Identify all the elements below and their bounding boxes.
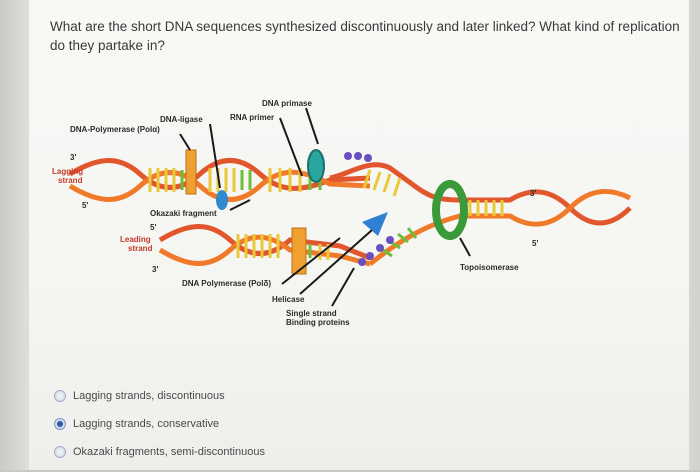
label-ssb-2: Binding proteins (286, 318, 350, 327)
polymerase-alpha-block (185, 149, 197, 195)
label-dna-polymerase-delta: DNA Polymerase (Polδ) (182, 279, 271, 288)
option-1-label[interactable]: Lagging strands, discontinuous (73, 389, 225, 402)
primase-ring (307, 149, 325, 183)
label-okazaki-fragment: Okazaki fragment (150, 209, 217, 218)
question-text: What are the short DNA sequences synthes… (50, 19, 680, 53)
label-five-prime-left: 5' (82, 201, 88, 210)
helicase-triangle (362, 212, 388, 236)
ssb-proteins (344, 152, 394, 266)
option-2-radio[interactable] (54, 417, 66, 430)
option-1-radio[interactable] (54, 389, 66, 402)
option-3-label[interactable]: Okazaki fragments, semi-discontinuous (73, 445, 265, 458)
upper-duplex (68, 158, 414, 202)
ligase-blob (216, 190, 228, 210)
option-1[interactable]: Lagging strands, discontinuous (54, 388, 265, 403)
dna-replication-diagram: DNA primase DNA-ligase RNA primer DNA-Po… (40, 88, 660, 348)
label-dna-ligase: DNA-ligase (160, 115, 203, 124)
label-leading-strand-2: strand (128, 244, 153, 253)
option-3[interactable]: Okazaki fragments, semi-discontinuous (54, 444, 265, 459)
label-dna-primase: DNA primase (262, 99, 312, 108)
label-five-prime-right: 5' (532, 239, 538, 248)
label-lagging-strand-2: strand (58, 176, 83, 185)
right-duplex (368, 182, 632, 266)
label-helicase: Helicase (272, 295, 305, 304)
polymerase-delta-block (291, 227, 307, 275)
label-three-prime-top: 3' (70, 153, 76, 162)
label-topoisomerase: Topoisomerase (460, 263, 519, 272)
label-lagging-strand-1: Lagging (52, 167, 83, 176)
label-dna-polymerase-alpha: DNA-Polymerase (Polα) (70, 125, 160, 134)
option-2[interactable]: Lagging strands, conservative (54, 416, 265, 431)
label-ssb-1: Single strand (286, 309, 337, 318)
label-three-prime-bottom: 3' (152, 265, 158, 274)
option-2-label[interactable]: Lagging strands, conservative (73, 417, 220, 430)
label-rna-primer: RNA primer (230, 113, 274, 122)
label-three-prime-right: 3' (530, 189, 536, 198)
label-leading-strand-1: Leading (120, 235, 151, 244)
answer-options: Lagging strands, discontinuous Lagging s… (54, 388, 265, 472)
question-card (28, 0, 689, 470)
label-five-prime-mid: 5' (150, 223, 156, 232)
topoisomerase-ring (432, 180, 468, 240)
pointer-lines (179, 107, 471, 307)
dna-replication-svg: DNA primase DNA-ligase RNA primer DNA-Po… (52, 99, 632, 327)
option-3-radio[interactable] (54, 445, 66, 458)
lower-duplex (158, 224, 371, 267)
